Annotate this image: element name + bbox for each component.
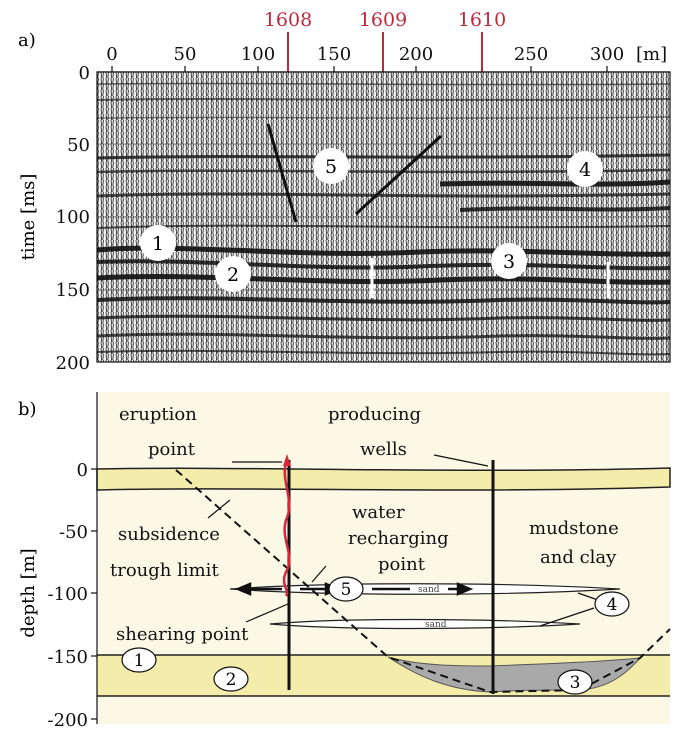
- y-tick-200m: -200: [48, 710, 88, 731]
- x-axis-a: 0 50 100 150 200 250 300 [m]: [106, 44, 667, 65]
- subsidence-trough-line: [175, 469, 671, 694]
- well-label-1608: 1608: [264, 9, 312, 31]
- mudstone-label-2: and clay: [540, 547, 617, 568]
- marker-a-3: 3: [491, 243, 527, 279]
- marker-b-5: 5: [328, 576, 364, 602]
- svg-text:4: 4: [607, 595, 618, 615]
- x-tick-0: 0: [106, 44, 117, 65]
- water-label-1: water: [352, 502, 405, 523]
- producing-label-2: wells: [360, 439, 407, 460]
- subsidence-label-1: subsidence: [118, 524, 220, 545]
- svg-text:1: 1: [134, 651, 145, 671]
- marker-a-4: 4: [567, 151, 603, 187]
- well-label-1609: 1609: [359, 9, 407, 31]
- producing-label-1: producing: [328, 404, 421, 425]
- water-label-2: recharging: [348, 528, 449, 549]
- marker-b-4: 4: [594, 591, 630, 617]
- annotations: eruption point producing wells subsidenc…: [110, 404, 619, 645]
- leader-lines: [207, 454, 599, 627]
- x-tick-250: 250: [514, 44, 548, 65]
- seismic-section: [96, 71, 671, 363]
- y-tick-150m: -150: [48, 647, 88, 668]
- y-tick-0m: 0: [77, 460, 88, 481]
- y-axis-b-ticks: [91, 468, 97, 720]
- y-tick-150ms: 150: [56, 280, 90, 301]
- mudstone-label-1: mudstone: [529, 518, 619, 539]
- y-axis-a-label: time [ms]: [18, 174, 39, 261]
- eruption-label-1: eruption: [119, 404, 197, 425]
- y-tick-50m: -50: [59, 522, 88, 543]
- panel-b: b) sand sand: [18, 392, 671, 731]
- well-tick-marks: [287, 32, 483, 72]
- panel-b-label: b): [18, 399, 37, 420]
- subsidence-label-2: trough limit: [110, 560, 219, 581]
- svg-text:3: 3: [503, 251, 515, 273]
- eruption-label-2: point: [148, 439, 196, 460]
- well-label-1610: 1610: [458, 9, 506, 31]
- x-tick-100: 100: [241, 44, 275, 65]
- y-tick-50ms: 50: [67, 135, 90, 156]
- panel-a: a) 1608 1609 1610 0 50 100 150 200 250 3…: [18, 9, 671, 374]
- svg-text:2: 2: [227, 264, 239, 286]
- svg-text:2: 2: [226, 670, 237, 690]
- marker-a-5: 5: [313, 148, 349, 184]
- marker-a-1: 1: [140, 225, 176, 261]
- svg-text:5: 5: [341, 580, 352, 600]
- shearing-label: shearing point: [116, 624, 249, 645]
- marker-b-1: 1: [121, 647, 157, 673]
- panel-a-label: a): [18, 30, 36, 51]
- markers-b: 1 2 3 4 5: [121, 576, 630, 695]
- svg-text:5: 5: [325, 156, 337, 178]
- sand-label-2: sand: [425, 620, 447, 630]
- y-tick-200ms: 200: [56, 353, 90, 374]
- svg-text:3: 3: [570, 673, 581, 693]
- y-axis-a: 0 50 100 150 200: [56, 63, 90, 374]
- markers-a: 1 2 3 4 5: [140, 148, 603, 292]
- x-tick-50: 50: [174, 44, 197, 65]
- y-axis-b: 0 -50 -100 -150 -200: [48, 460, 88, 731]
- y-tick-0ms: 0: [79, 63, 90, 84]
- y-axis-b-label: depth [m]: [18, 548, 39, 637]
- well-labels: 1608 1609 1610: [264, 9, 506, 31]
- y-tick-100m: -100: [48, 584, 88, 605]
- x-tick-200: 200: [399, 44, 433, 65]
- marker-b-2: 2: [213, 666, 249, 692]
- marker-a-2: 2: [215, 256, 251, 292]
- marker-b-3: 3: [557, 669, 593, 695]
- water-label-3: point: [378, 554, 426, 575]
- eruption-path: [282, 459, 291, 597]
- svg-text:1: 1: [152, 233, 164, 255]
- y-tick-100ms: 100: [56, 207, 90, 228]
- x-tick-150: 150: [317, 44, 351, 65]
- sand-label-1: sand: [418, 585, 440, 595]
- svg-text:4: 4: [579, 159, 591, 181]
- x-unit: [m]: [636, 44, 667, 65]
- x-tick-300: 300: [590, 44, 624, 65]
